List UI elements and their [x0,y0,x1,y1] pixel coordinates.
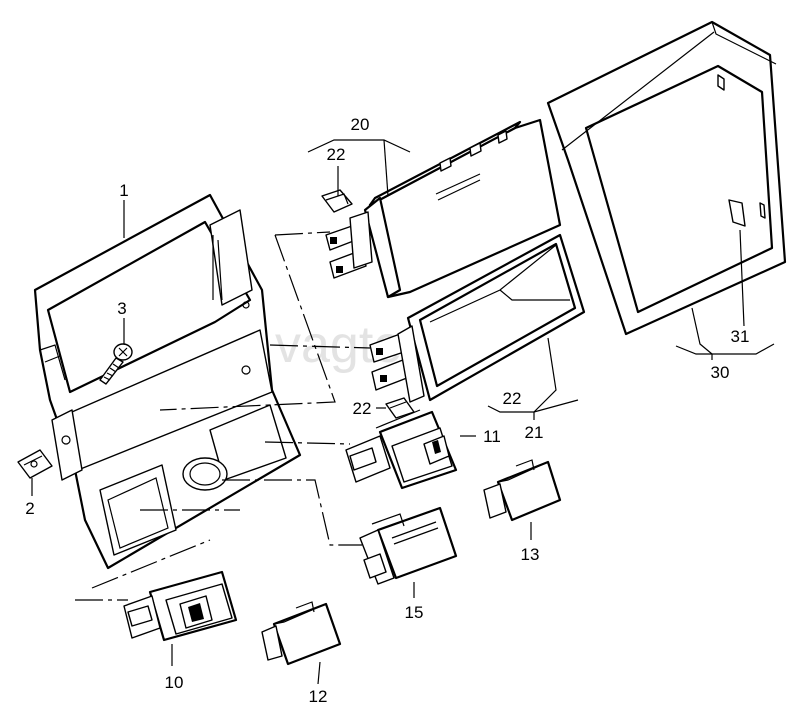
part-12-blank-cap [261,601,342,666]
callout-21: 21 [525,423,544,442]
part-15-switch [359,506,458,585]
part-13-blank-cap [483,459,562,522]
callout-10: 10 [165,673,184,692]
part-20-storage-tray [325,118,562,299]
part-10-switch [123,570,238,642]
callout-22-tray: 22 [503,389,522,408]
assembly-lines [75,231,371,601]
callout-22-upper: 22 [327,145,346,164]
callout-labels: 1 2 3 10 11 12 13 15 20 21 22 22 22 30 3… [25,115,749,706]
callout-1: 1 [119,181,128,200]
callout-22-clip: 22 [353,399,372,418]
callout-15: 15 [405,603,424,622]
callout-13: 13 [521,545,540,564]
callout-11: 11 [483,427,501,446]
part-30-cover-frame [546,20,787,336]
part-1-console-frame [33,193,302,570]
callout-3: 3 [117,299,126,318]
part-11-switch [345,409,458,490]
callout-2: 2 [25,499,34,518]
part-3-screw [99,343,133,385]
callout-30: 30 [711,363,730,382]
part-22-clip-upper [321,189,353,213]
part-21-open-tray [369,233,586,403]
callout-31: 31 [731,327,750,346]
callout-12: 12 [309,687,328,706]
part-2-clip-nut [17,449,53,479]
leader-lines [31,139,775,685]
callout-20: 20 [351,115,370,134]
